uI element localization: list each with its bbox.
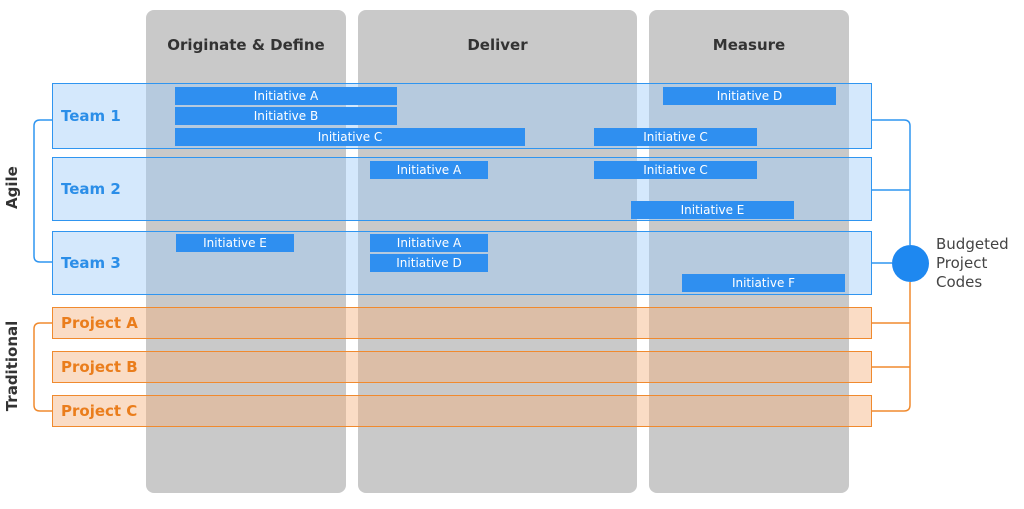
team-label: Team 2 [61, 180, 121, 198]
phase-title: Originate & Define [167, 36, 325, 54]
budgeted-project-codes-hub [892, 245, 929, 282]
initiative-bar[interactable]: Initiative D [663, 87, 836, 105]
initiative-bar[interactable]: Initiative C [175, 128, 525, 146]
initiative-bar[interactable]: Initiative A [175, 87, 397, 105]
project-row-b: Project B [52, 351, 872, 383]
project-row-a: Project A [52, 307, 872, 339]
initiative-bar[interactable]: Initiative C [594, 128, 757, 146]
hub-label: Budgeted Project Codes [936, 235, 1024, 292]
team-row-1: Team 1 Initiative A Initiative B Initiat… [52, 83, 872, 149]
initiative-bar[interactable]: Initiative F [682, 274, 845, 292]
project-label: Project B [61, 358, 138, 376]
project-label: Project C [61, 402, 138, 420]
hub-label-line: Codes [936, 273, 983, 291]
initiative-bar[interactable]: Initiative C [594, 161, 757, 179]
team-label: Team 3 [61, 254, 121, 272]
initiative-bar[interactable]: Initiative E [176, 234, 294, 252]
initiative-bar[interactable]: Initiative A [370, 234, 488, 252]
hub-label-line: Budgeted [936, 235, 1009, 253]
initiative-bar[interactable]: Initiative E [631, 201, 794, 219]
initiative-bar[interactable]: Initiative D [370, 254, 488, 272]
group-label-traditional: Traditional [3, 320, 21, 412]
initiative-bar[interactable]: Initiative B [175, 107, 397, 125]
project-label: Project A [61, 314, 138, 332]
team-row-2: Team 2 Initiative A Initiative C Initiat… [52, 157, 872, 221]
group-label-agile: Agile [3, 166, 21, 209]
initiative-bar[interactable]: Initiative A [370, 161, 488, 179]
team-label: Team 1 [61, 107, 121, 125]
project-row-c: Project C [52, 395, 872, 427]
team-row-3: Team 3 Initiative E Initiative A Initiat… [52, 231, 872, 295]
phase-title: Deliver [467, 36, 528, 54]
hub-label-line: Project [936, 254, 988, 272]
phase-title: Measure [712, 36, 786, 54]
